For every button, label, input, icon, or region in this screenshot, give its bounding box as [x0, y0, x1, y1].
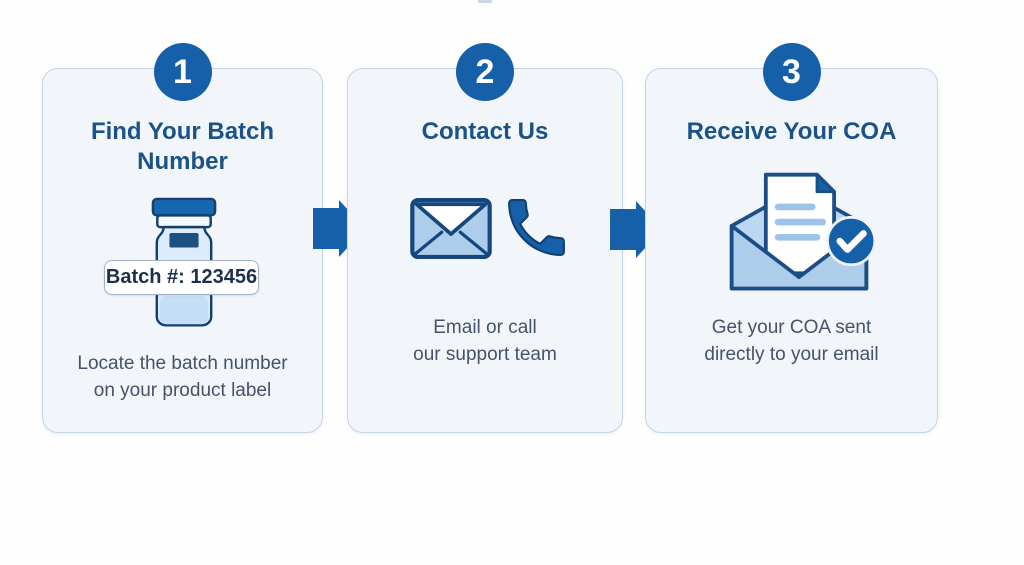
- check-icon: [826, 215, 877, 267]
- step-number-badge: 1: [153, 43, 212, 101]
- step-number-badge: 3: [762, 43, 821, 101]
- step-card-contact-us: 2 Contact Us Email or call our support t…: [347, 43, 623, 433]
- step-title: Find Your Batch Number: [90, 118, 275, 175]
- step-card-find-batch-number: 1 Find Your Batch Number Batch #: 123456…: [42, 43, 323, 433]
- step-caption: Locate the batch number on your product …: [77, 353, 288, 401]
- step-caption: Email or call our support team: [413, 317, 557, 365]
- step-title: Contact Us: [421, 118, 549, 145]
- top-edge-artifact: [478, 0, 492, 3]
- step-number: 2: [475, 52, 495, 91]
- step-caption: Get your COA sent directly to your email: [704, 317, 879, 365]
- step-title: Receive Your COA: [686, 118, 897, 145]
- batch-number-label: Batch #: 123456: [104, 260, 259, 295]
- step-number: 3: [782, 52, 801, 91]
- step-number-badge: 2: [456, 43, 514, 101]
- step-number: 1: [173, 52, 192, 91]
- email-envelope-icon: [410, 197, 492, 260]
- step-card-receive-coa: 3 Receive Your COA Get your CO: [645, 43, 938, 433]
- phone-icon: [500, 191, 573, 264]
- coa-envelope-check-icon: [718, 169, 880, 297]
